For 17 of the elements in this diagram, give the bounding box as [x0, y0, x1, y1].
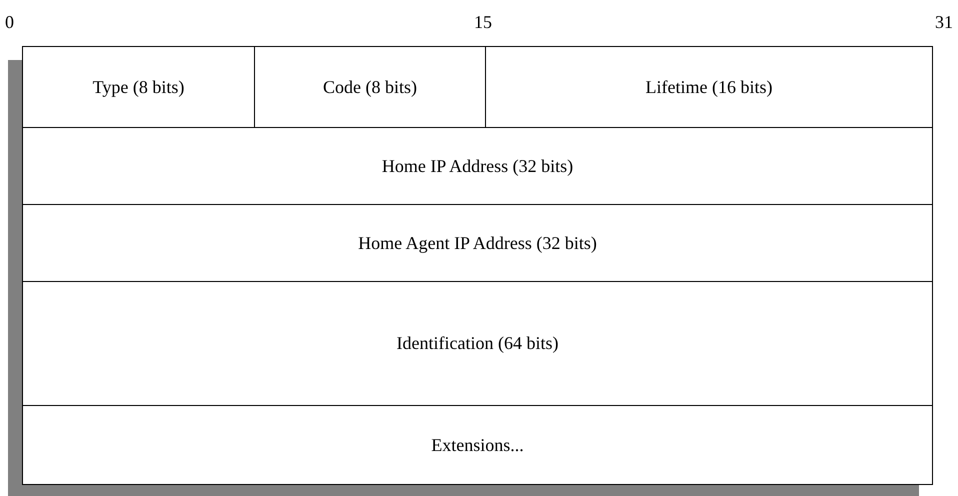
field-label: Extensions... [431, 434, 524, 456]
field-label: Home Agent IP Address (32 bits) [358, 232, 597, 254]
packet-field [22, 127, 933, 205]
bit-number: 0 [5, 12, 14, 33]
field-label: Type (8 bits) [92, 76, 184, 98]
packet-field [22, 281, 933, 406]
field-label: Home IP Address (32 bits) [382, 156, 574, 176]
field-label: Code (8 bits) [323, 76, 417, 98]
packet-field [485, 46, 933, 128]
field-label: Lifetime (16 bits) [646, 76, 772, 98]
packet-field [254, 46, 486, 128]
bit-number: 31 [935, 12, 953, 33]
field-label: Identification (64 bits) [396, 333, 558, 354]
packet-field [22, 46, 255, 128]
bit-number: 15 [474, 12, 492, 33]
packet-field [22, 204, 933, 282]
packet-field [22, 405, 933, 485]
